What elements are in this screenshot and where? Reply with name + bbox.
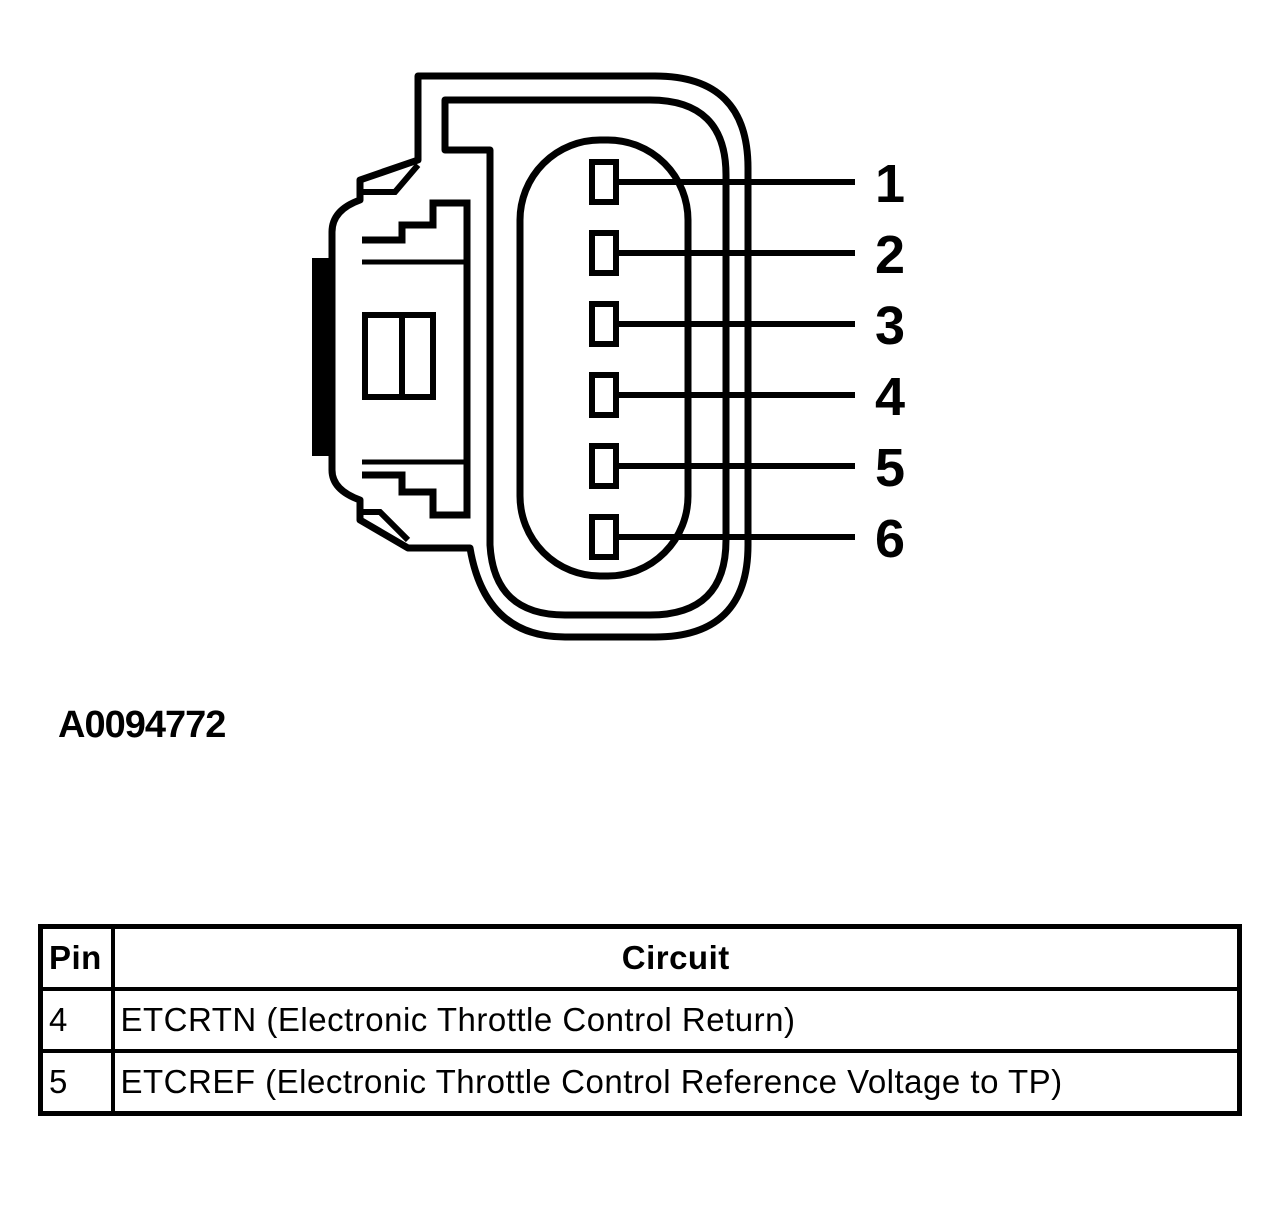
pin-label-4: 4 <box>875 367 905 427</box>
connector-outer-shell <box>328 72 752 641</box>
pin-terminal-1 <box>589 159 619 205</box>
circuit-column-header: Circuit <box>110 924 1242 991</box>
connector-diagram: 1 2 3 4 5 6 <box>312 72 905 641</box>
pin-label-3: 3 <box>875 296 905 356</box>
pin-cavity <box>516 136 692 580</box>
table-header-row: Pin Circuit <box>38 924 1242 991</box>
circuit-cell: ETCRTN (Electronic Throttle Control Retu… <box>110 987 1242 1053</box>
lower-ledge <box>362 509 411 543</box>
upper-ledge <box>362 163 421 195</box>
pin-terminal-3 <box>589 301 619 347</box>
locking-tab <box>362 199 471 519</box>
pin-label-1: 1 <box>875 154 905 214</box>
pin-column-header: Pin <box>38 924 115 991</box>
pin-label-5: 5 <box>875 438 905 498</box>
pin-terminal-6 <box>589 514 619 560</box>
connector-inner-shell <box>441 96 730 619</box>
latch-bar <box>312 258 332 456</box>
pin-terminal-4 <box>589 372 619 418</box>
pin-label-2: 2 <box>875 225 905 285</box>
circuit-cell: ETCREF (Electronic Throttle Control Refe… <box>110 1049 1242 1116</box>
figure-id: A0094772 <box>58 704 226 746</box>
pin-cell: 4 <box>38 987 115 1053</box>
table-row: 5 ETCREF (Electronic Throttle Control Re… <box>38 1049 1242 1116</box>
pin-cell: 5 <box>38 1049 115 1116</box>
pinout-table: Pin Circuit 4 ETCRTN (Electronic Throttl… <box>38 924 1242 1116</box>
pins-group: 1 2 3 4 5 6 <box>589 154 905 569</box>
locking-tab-divider <box>362 259 467 465</box>
pin-terminal-2 <box>589 230 619 276</box>
pin-label-6: 6 <box>875 509 905 569</box>
pin-terminal-5 <box>589 443 619 489</box>
table-row: 4 ETCRTN (Electronic Throttle Control Re… <box>38 987 1242 1053</box>
